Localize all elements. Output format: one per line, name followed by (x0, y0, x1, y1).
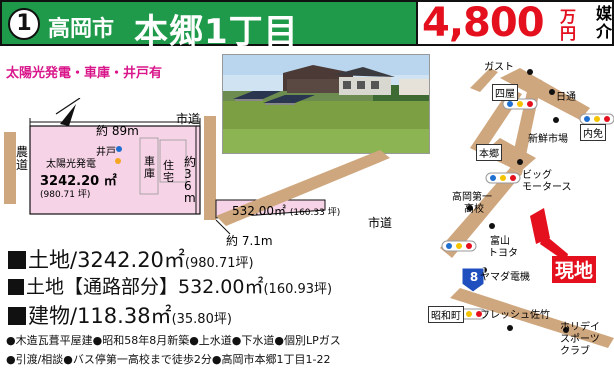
map-label-uchimen: 内免 (580, 124, 606, 141)
lot-outline (29, 125, 201, 215)
passage-info: 土地【通路部分】532.00㎡(160.93坪) (8, 272, 332, 299)
lot-area-tsubo: (980.71 坪) (40, 190, 91, 200)
map-label-shiya: 四屋 (492, 84, 518, 101)
price-box: 4,800 万円 (418, 0, 596, 46)
square-bullet-icon (8, 307, 26, 325)
farm-road (4, 132, 16, 204)
passage-area-tsubo: (160.33 坪) (289, 208, 341, 218)
map-label-gasuto: ガスト (484, 62, 514, 73)
square-bullet-icon (8, 279, 24, 295)
route-number: 8 (469, 270, 479, 284)
site-marker: 現地 (552, 256, 597, 283)
garage-label: 車庫 (144, 155, 155, 180)
map-label-motors: モータース (522, 182, 572, 193)
map-label-fresh: フレッシュ佐竹 (480, 310, 550, 321)
map-label-showa: 昭和町 (428, 306, 464, 323)
map-label-shinsen: 新鮮市場 (528, 134, 568, 145)
map-label-koukou: 高校 (464, 204, 484, 215)
house-label: 住宅 (163, 159, 174, 184)
map-label-holiday-3: クラブ (560, 346, 590, 357)
price-unit: 万円 (560, 7, 577, 43)
building-info-tsubo: (35.80坪) (171, 312, 232, 327)
land-info-tsubo: (980.71坪) (184, 256, 254, 271)
land-diagram (0, 97, 440, 248)
property-photo (222, 54, 430, 154)
passage-area: 532.00㎡ (160.33 坪) (232, 202, 340, 219)
land-info-label: 土地/3242.20㎡ (28, 248, 185, 272)
square-bullet-icon (8, 251, 26, 269)
address-title: 本郷1丁目 (134, 12, 299, 52)
map-label-takaoka: 高岡第一 (452, 192, 492, 203)
map-label-nikkou: 日通 (556, 92, 576, 103)
feature-list: 太陽光発電・車庫・井戸有 (6, 66, 163, 81)
notes-line-2: ●引渡/相談●バス停第一高校まで徒歩2分●高岡市本郷1丁目1-22 (6, 353, 331, 366)
width-top-label: 約 89m (96, 124, 139, 138)
north-arrow-icon (54, 97, 81, 127)
map-label-toyama: 富山 (490, 236, 510, 247)
notes-line-1: ●木造瓦葺平屋建●昭和58年8月新築●上水道●下水道●個別LPガス (6, 334, 341, 347)
city-name: 高岡市 (48, 17, 115, 42)
land-info: 土地/3242.20㎡(980.71坪) (8, 244, 254, 274)
road-right-vertical (204, 116, 216, 220)
listing-number: 1 (8, 8, 40, 40)
traffic-signal-icon (441, 240, 477, 252)
building-info-label: 建物/118.38㎡ (28, 304, 172, 328)
road-top-label: 市道 (176, 112, 201, 126)
passage-info-tsubo: (160.93坪) (263, 282, 333, 297)
building-info: 建物/118.38㎡(35.80坪) (8, 300, 232, 330)
passage-info-label: 土地【通路部分】532.00㎡ (26, 276, 264, 298)
header-bar: 1 高岡市 本郷1丁目 (0, 0, 418, 52)
road-right-label: 市道 (368, 216, 393, 230)
map-label-holiday-1: ホリデイ (560, 322, 600, 333)
traffic-signal-icon (579, 113, 614, 125)
map-label-toyota: トヨタ (488, 248, 518, 259)
map-label-yamada: ヤマダ電機 (480, 272, 530, 283)
map-label-hongou: 本郷 (476, 144, 502, 161)
traffic-signal-icon (485, 172, 521, 184)
traffic-signal-icon (502, 98, 538, 110)
depth-label: 約 36m (184, 155, 197, 205)
passage-area-value: 532.00㎡ (232, 204, 286, 218)
well-label: 井戸 (96, 147, 116, 158)
map-label-big: ビッグ (522, 170, 552, 181)
agent-tag: 媒介 (596, 0, 614, 46)
map-label-holiday-2: スポーツ (560, 334, 600, 345)
passage-width-label: 約 7.1m (226, 234, 273, 248)
route-shield-icon (461, 267, 485, 293)
price-value: 4,800 (422, 0, 545, 46)
farm-road-label: 農道 (16, 145, 29, 172)
solar-label: 太陽光発電 (46, 159, 96, 170)
lot-area: 3242.20 ㎡ (40, 174, 117, 189)
